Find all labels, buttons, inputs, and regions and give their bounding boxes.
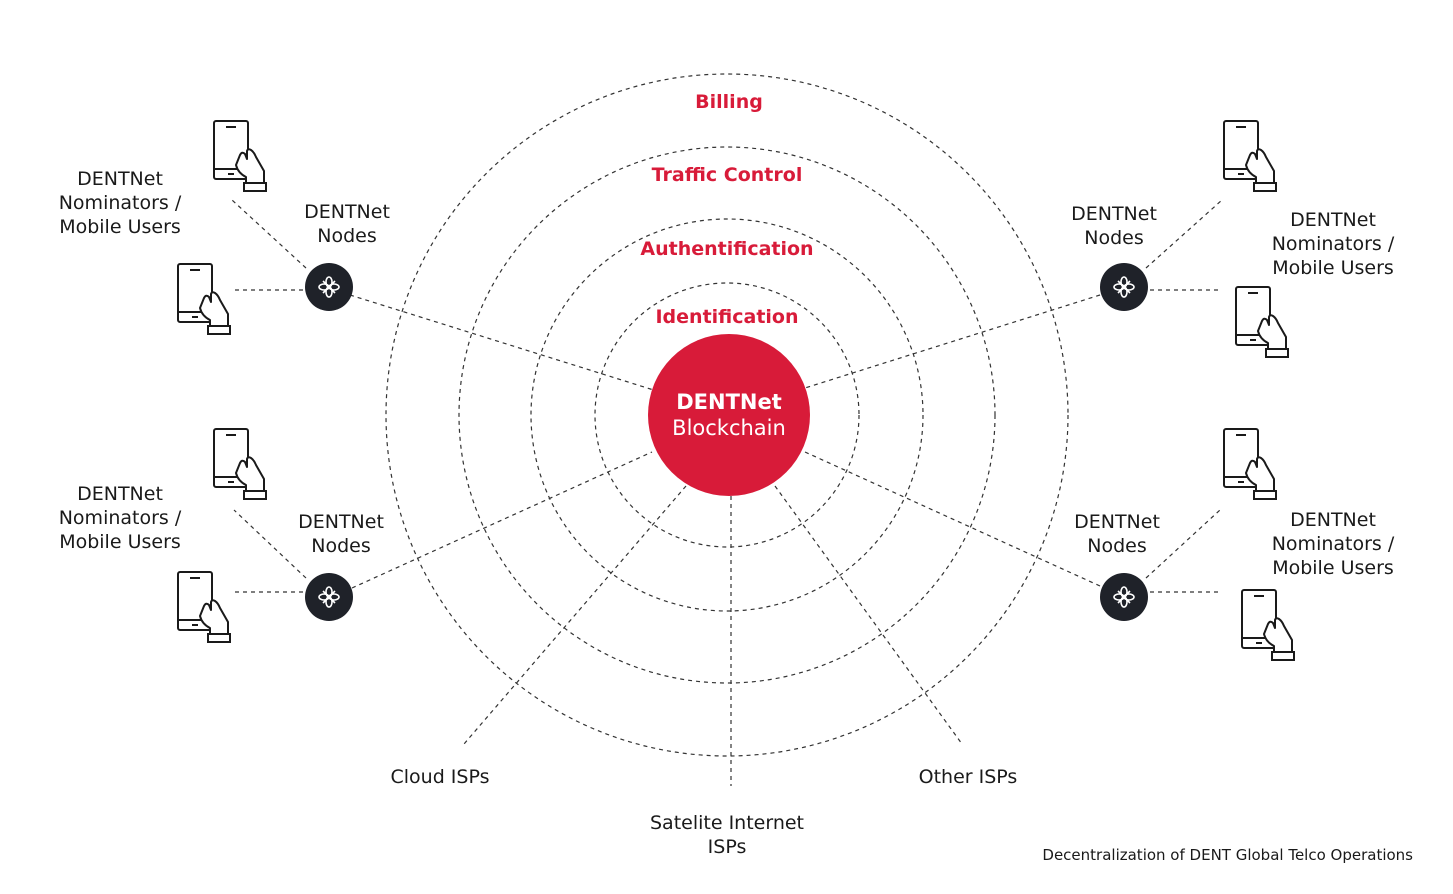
phone-hand-icon bbox=[213, 120, 267, 192]
isp-label-cloud: Cloud ISPs bbox=[390, 766, 490, 788]
dent-node-icon bbox=[304, 262, 354, 312]
isp-label-satellite: Satelite Internet ISPs bbox=[649, 812, 805, 858]
node-label-bottom-left: DENTNet Nodes bbox=[298, 511, 384, 557]
phone-hand-icon bbox=[1223, 120, 1277, 192]
link-node-br-user-a bbox=[1145, 509, 1221, 579]
phone-hand-icon bbox=[1241, 589, 1295, 661]
user-label-top-right: DENTNet Nominators / Mobile Users bbox=[1271, 209, 1395, 279]
node-label-bottom-right: DENTNet Nodes bbox=[1074, 511, 1160, 557]
link-core-node-tr bbox=[804, 294, 1101, 389]
dent-node-icon bbox=[304, 572, 354, 622]
user-label-bottom-left: DENTNet Nominators / Mobile Users bbox=[58, 483, 182, 553]
dent-node-icon bbox=[1099, 572, 1149, 622]
phone-hand-icon bbox=[1223, 428, 1277, 500]
ring-billing bbox=[385, 73, 1069, 757]
ring-traffic-control bbox=[458, 146, 996, 684]
phone-hand-icon bbox=[177, 571, 231, 643]
ring-label-billing: Billing bbox=[695, 91, 763, 113]
ring-label-identification: Identification bbox=[655, 306, 799, 328]
phone-hand-icon bbox=[213, 428, 267, 500]
phone-hand-icon bbox=[177, 263, 231, 335]
node-label-top-right: DENTNet Nodes bbox=[1071, 203, 1157, 249]
link-core-node-tl bbox=[349, 294, 661, 393]
core-title: DENTNet bbox=[676, 390, 782, 414]
link-core-cloud bbox=[463, 485, 687, 745]
phone-hand-icon bbox=[1235, 286, 1289, 358]
user-label-bottom-right: DENTNet Nominators / Mobile Users bbox=[1271, 509, 1395, 579]
dent-node-icon bbox=[1099, 262, 1149, 312]
dentnet-blockchain-core: DENTNet Blockchain bbox=[648, 334, 810, 496]
node-label-top-left: DENTNet Nodes bbox=[304, 201, 390, 247]
link-core-other bbox=[774, 485, 963, 745]
link-core-node-br bbox=[804, 451, 1101, 587]
isp-label-other: Other ISPs bbox=[918, 766, 1018, 788]
link-core-node-bl bbox=[351, 451, 653, 589]
ring-authentification bbox=[530, 218, 924, 612]
ring-label-traffic-control: Traffic Control bbox=[651, 164, 803, 186]
diagram-caption: Decentralization of DENT Global Telco Op… bbox=[1042, 846, 1413, 864]
link-node-tr-user-a bbox=[1145, 199, 1223, 269]
ring-identification bbox=[594, 282, 860, 548]
core-subtitle: Blockchain bbox=[672, 416, 786, 440]
link-node-tl-user-a bbox=[231, 199, 307, 269]
link-node-bl-user-a bbox=[233, 509, 307, 579]
ring-label-authentification: Authentification bbox=[640, 238, 814, 260]
user-label-top-left: DENTNet Nominators / Mobile Users bbox=[58, 168, 182, 238]
